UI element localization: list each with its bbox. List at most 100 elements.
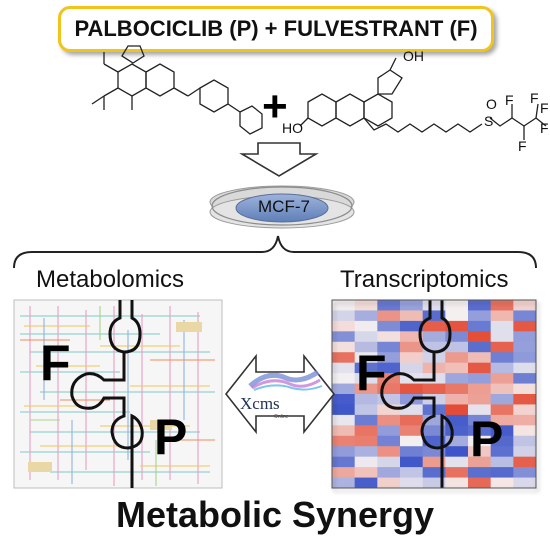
- heatmap-cell: [377, 467, 401, 479]
- heatmap-cell: [377, 352, 401, 364]
- petri-dish: [209, 185, 355, 229]
- heatmap-cell: [422, 477, 446, 489]
- heatmap-cell: [422, 446, 446, 458]
- heatmap-cell: [468, 320, 492, 332]
- heatmap-cell: [400, 320, 424, 332]
- heatmap-cell: [377, 404, 401, 416]
- heatmap-cell: [422, 310, 446, 322]
- heatmap-cell: [332, 425, 356, 437]
- heatmap-cell: [490, 456, 514, 468]
- heatmap-cell: [400, 352, 424, 364]
- heatmap-cell: [468, 477, 492, 489]
- heatmap-cell: [490, 310, 514, 322]
- heatmap-cell: [513, 467, 537, 479]
- heatmap-cell: [400, 331, 424, 343]
- fluorine-label-5: F: [540, 100, 549, 116]
- heatmap-cell: [400, 477, 424, 489]
- heatmap-cell: [513, 404, 537, 416]
- heatmap-cell: [332, 383, 356, 395]
- heatmap-cell: [354, 320, 378, 332]
- heatmap-cell: [490, 467, 514, 479]
- heatmap-cell: [422, 320, 446, 332]
- heatmap-cell: [400, 300, 424, 311]
- heatmap-cell: [445, 456, 469, 468]
- xcms-logo-text: Xcms: [240, 394, 280, 413]
- heatmap-cell: [422, 456, 446, 468]
- heatmap-cell: [400, 310, 424, 322]
- heatmap-cell: [377, 310, 401, 322]
- heatmap-cell: [490, 394, 514, 405]
- metabolomics-panel: [13, 299, 223, 489]
- heatmap-cell: [332, 310, 356, 322]
- heatmap-cell: [468, 456, 492, 468]
- heatmap-cell: [332, 435, 356, 447]
- xcms-logo-subtext: Online: [274, 414, 289, 420]
- fluorine-label-2: F: [540, 120, 549, 136]
- heatmap-cell: [377, 456, 401, 468]
- heatmap-cell: [400, 404, 424, 416]
- heatmap-cell: [468, 425, 492, 437]
- heatmap-cell: [354, 310, 378, 322]
- heatmap-cell: [513, 341, 537, 353]
- heatmap-cell: [332, 404, 356, 416]
- heatmap-cell: [422, 425, 446, 437]
- heatmap-cell: [377, 446, 401, 458]
- heatmap-cell: [354, 477, 378, 489]
- heatmap-cell: [422, 383, 446, 395]
- heatmap-cell: [490, 414, 514, 426]
- plus-sign: +: [262, 82, 288, 131]
- heatmap-cell: [354, 341, 378, 353]
- fluorine-label-1: F: [530, 90, 539, 106]
- heatmap-cell: [445, 320, 469, 332]
- heatmap-cell: [445, 435, 469, 447]
- heatmap-puzzle-line: [380, 300, 454, 488]
- heatmap-cell: [468, 446, 492, 458]
- heatmap-cell: [490, 373, 514, 385]
- heatmap-cell: [354, 362, 378, 374]
- heatmap-cell: [445, 414, 469, 426]
- heatmap-cell: [513, 435, 537, 447]
- heatmap-cell: [377, 362, 401, 374]
- cell-line-label: MCF-7: [258, 197, 310, 216]
- heatmap-cell: [377, 414, 401, 426]
- transcriptomics-letter-p: P: [470, 411, 504, 467]
- heatmap-cell: [354, 394, 378, 405]
- metabolomics-label: Metabolomics: [36, 266, 185, 293]
- heatmap-cell: [377, 383, 401, 395]
- heatmap-cell: [332, 373, 356, 385]
- heatmap-cell: [445, 446, 469, 458]
- heatmap-cell: [422, 341, 446, 353]
- heatmap-cell: [400, 414, 424, 426]
- heatmap-cell: [445, 352, 469, 364]
- heatmap-cell: [468, 435, 492, 447]
- heatmap-cell: [332, 331, 356, 343]
- heatmap-cell: [490, 383, 514, 395]
- heatmap-cell: [354, 446, 378, 458]
- heatmap-cell: [468, 404, 492, 416]
- heatmap-cell: [354, 373, 378, 385]
- heatmap-cell: [422, 435, 446, 447]
- sulfoxide-o-label: O: [486, 96, 497, 112]
- heatmap-cell: [490, 352, 514, 364]
- sulfoxide-s-label: S: [484, 113, 494, 129]
- heatmap-cell: [377, 320, 401, 332]
- title-text: PALBOCICLIB (P) + FULVESTRANT (F): [74, 16, 478, 41]
- heatmap-cell: [513, 320, 537, 332]
- heatmap-cell: [445, 404, 469, 416]
- metabolomics-letter-p: P: [154, 409, 188, 465]
- heatmap-cell: [490, 404, 514, 416]
- fluorine-label-3: F: [518, 138, 527, 154]
- heatmap-cell: [513, 300, 537, 311]
- heatmap-cell: [332, 467, 356, 479]
- heatmap-cell: [490, 320, 514, 332]
- heatmap-cell: [468, 414, 492, 426]
- hydroxyl-top-label: OH: [403, 48, 424, 64]
- heatmap-cell: [332, 320, 356, 332]
- palbociclib-structure: [91, 45, 263, 135]
- heatmap-cell: [354, 300, 378, 311]
- heatmap-cell: [445, 362, 469, 374]
- heatmap-cell: [445, 383, 469, 395]
- heatmap-cell: [490, 341, 514, 353]
- heatmap-cell: [513, 310, 537, 322]
- heatmap-cell: [468, 373, 492, 385]
